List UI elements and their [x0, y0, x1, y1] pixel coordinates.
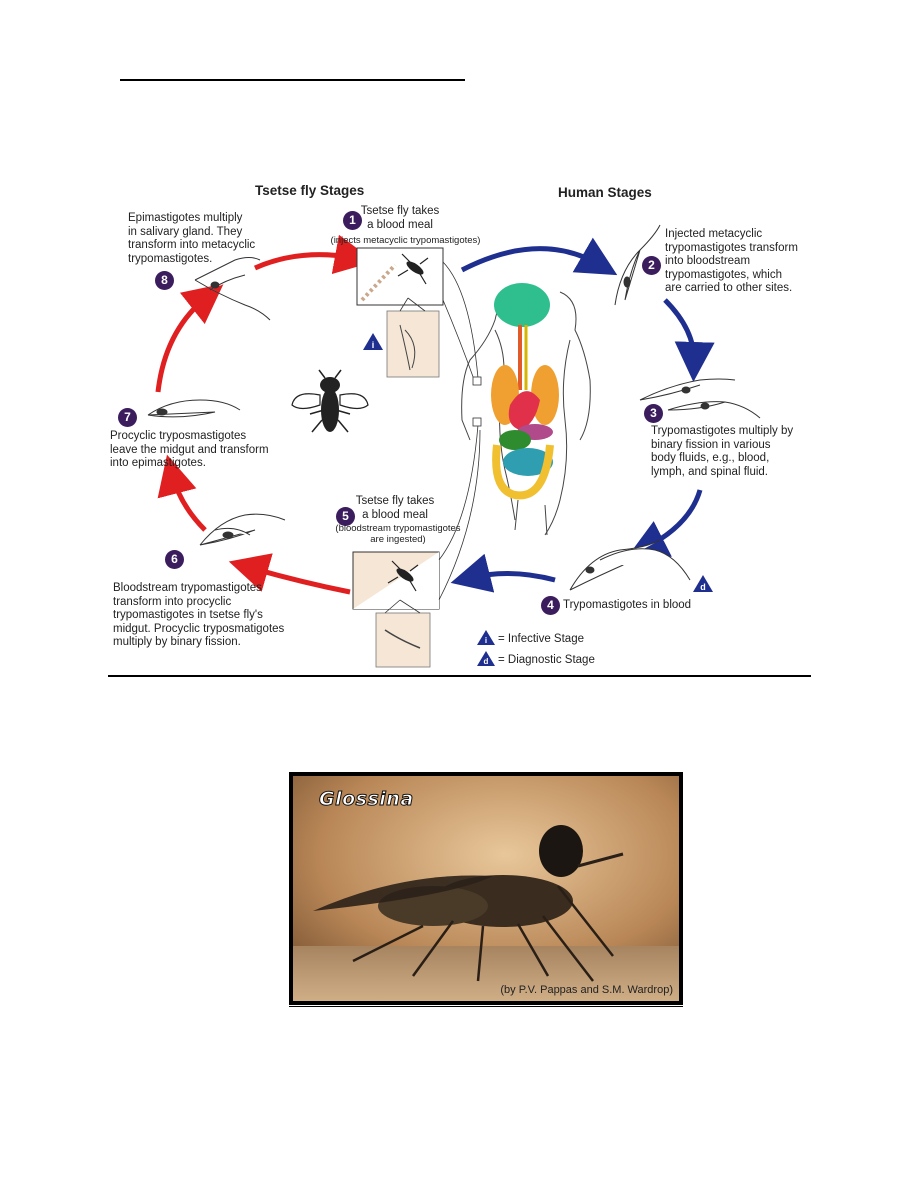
- step-3-label: Trypomastigotes multiply by binary fissi…: [651, 425, 794, 478]
- arrow-8-to-1: [253, 234, 375, 275]
- step-1-label: Tsetse fly takes a blood meal: [360, 205, 440, 231]
- step-5-label: Tsetse fly takes a blood meal: [355, 495, 435, 521]
- arrow-1-to-2: [460, 237, 618, 276]
- step-5-note: (bloodstream trypomastigotes are ingeste…: [335, 523, 461, 545]
- photo-title: Glossina: [319, 788, 414, 811]
- legend-diagnostic-label: = Diagnostic Stage: [498, 654, 595, 666]
- fly-icon-5: [387, 560, 419, 592]
- legend-diagnostic-icon: [477, 651, 495, 666]
- diagram-graphics: i d i d: [147, 224, 761, 668]
- svg-text:d: d: [484, 657, 489, 666]
- parasite-step-2: [614, 224, 661, 306]
- step-3-badge: 3: [644, 404, 663, 423]
- tsetse-fly-drawing: [291, 369, 369, 433]
- bite-box-1: [356, 247, 444, 306]
- arrow-3-to-4: [627, 489, 703, 558]
- inset-box-1: [386, 310, 440, 378]
- parasite-step-8: [194, 257, 271, 321]
- step-4-label: Trypomastigotes in blood: [563, 599, 692, 611]
- arrow-5-to-6: [228, 553, 351, 595]
- step-1-badge: 1: [343, 211, 362, 230]
- glossina-photo-art: [293, 776, 679, 1001]
- arrow-4-to-5: [450, 553, 556, 593]
- glossina-photo-frame: Glossina (by P.V. Pappas and S.M. Wardro…: [289, 772, 683, 1005]
- step-4-badge: 4: [541, 596, 560, 615]
- svg-text:i: i: [372, 340, 375, 350]
- parasite-step-6: [199, 513, 286, 546]
- legend-infective-label: = Infective Stage: [498, 633, 584, 645]
- svg-text:i: i: [485, 636, 487, 645]
- step-2-label: Injected metacyclic trypomastigotes tran…: [665, 228, 798, 294]
- step-6-badge: 6: [165, 550, 184, 569]
- legend-infective-icon: [477, 630, 495, 645]
- parasite-step-3: [639, 378, 761, 419]
- svg-text:d: d: [700, 582, 706, 592]
- human-body: [461, 283, 591, 536]
- glossina-photo: Glossina (by P.V. Pappas and S.M. Wardro…: [293, 776, 679, 1001]
- human-stages-heading: Human Stages: [558, 185, 652, 200]
- parasite-step-4: [569, 539, 691, 591]
- arrow-7-to-8: [155, 283, 224, 393]
- step-2-badge: 2: [642, 256, 661, 275]
- step-8-label: Epimastigotes multiply in salivary gland…: [128, 212, 256, 265]
- infective-stage-marker: i: [363, 333, 383, 350]
- diagnostic-stage-marker: d: [693, 575, 713, 592]
- fly-icon-1: [397, 253, 429, 285]
- photo-credit: (by P.V. Pappas and S.M. Wardrop): [500, 984, 673, 996]
- step-1-note: (injects metacyclic trypomastigotes): [330, 235, 481, 246]
- step-7-badge: 7: [118, 408, 137, 427]
- step-7-label: Procyclic tryposmastigotes leave the mid…: [110, 430, 269, 469]
- diagram-bottom-rule: [108, 675, 811, 677]
- life-cycle-diagram: Tsetse fly Stages Human Stages: [110, 183, 798, 668]
- parasite-step-7: [147, 399, 241, 418]
- arrow-6-to-7: [157, 454, 207, 532]
- step-5-badge: 5: [336, 507, 355, 526]
- photo-underline: [289, 1006, 683, 1007]
- fly-stages-heading: Tsetse fly Stages: [255, 183, 365, 198]
- top-rule: [120, 79, 465, 81]
- step-8-badge: 8: [155, 271, 174, 290]
- arrow-2-to-3: [663, 298, 715, 382]
- step-6-label: Bloodstream trypomastigotes transform in…: [113, 582, 285, 648]
